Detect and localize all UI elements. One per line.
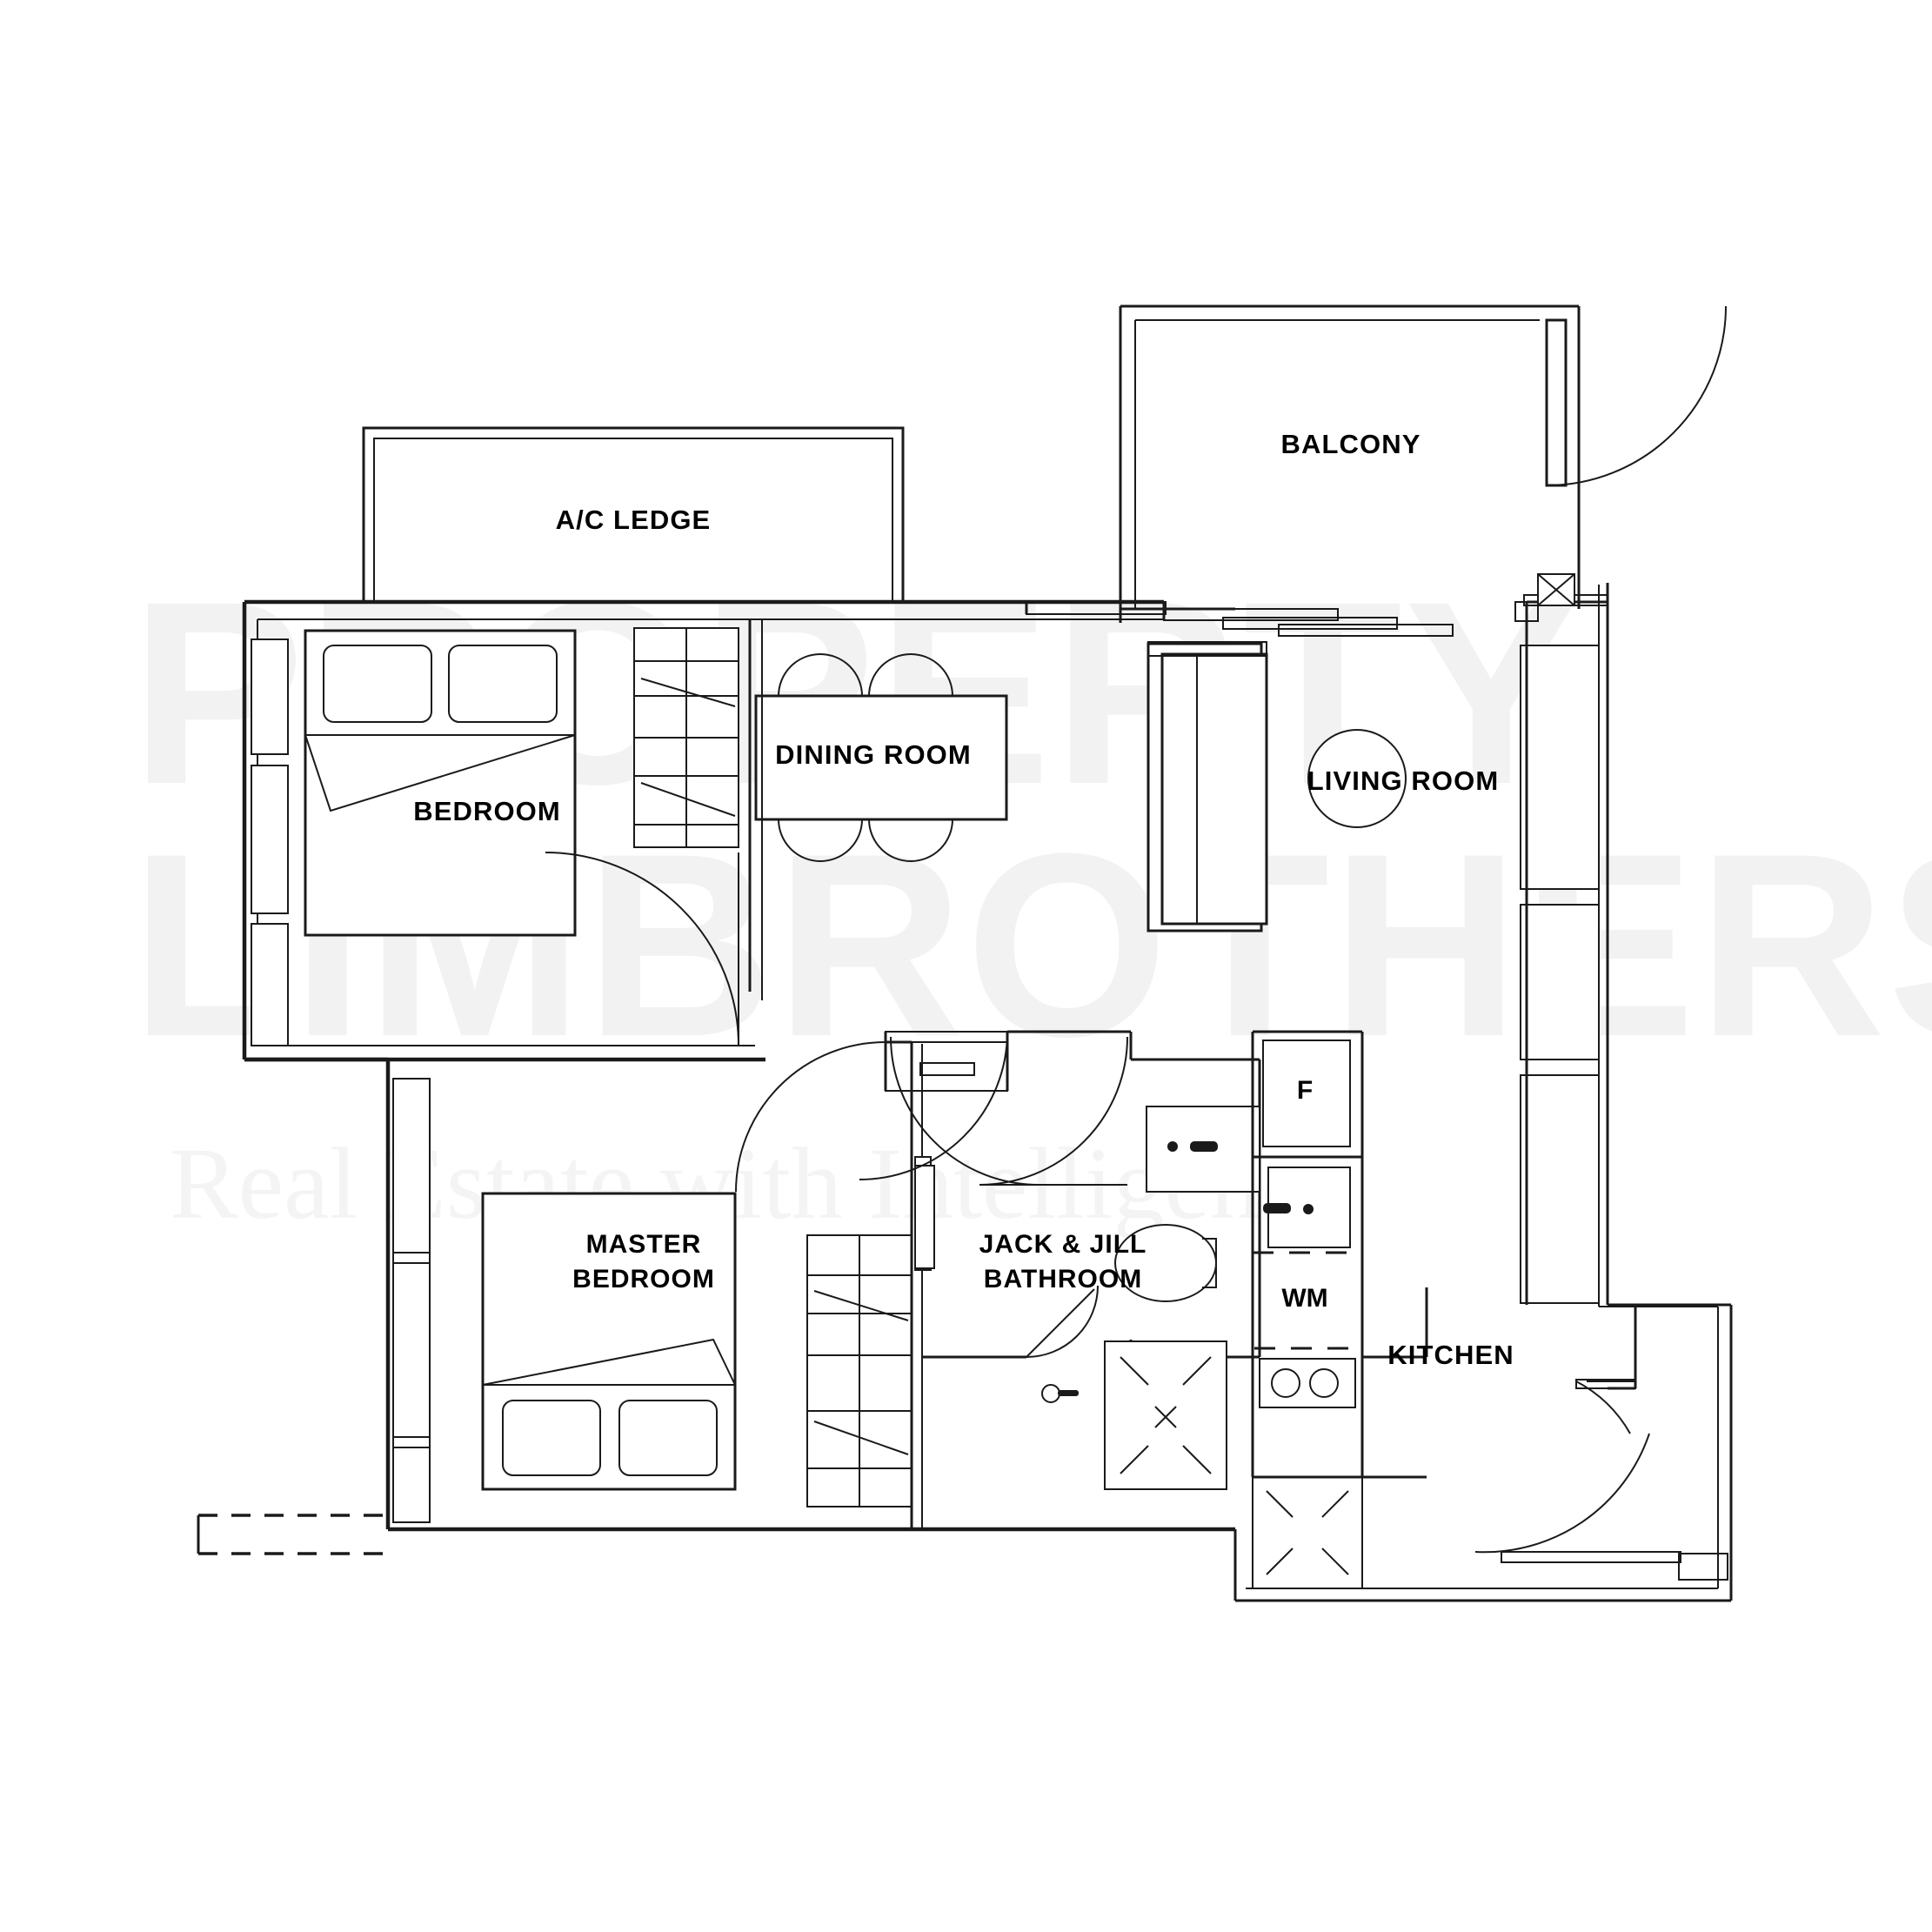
room-label-master-bedroom-line2: BEDROOM [572,1265,715,1294]
dining-table-set [754,653,1008,862]
upper-partition-walls [1025,601,1167,619]
master-bed [481,1192,737,1491]
master-wardrobe [806,1234,913,1507]
bedroom-wardrobe [633,627,739,848]
room-label-kitchen: KITCHEN [1387,1340,1514,1370]
fridge-unit [1262,1040,1351,1147]
room-label-living-room: LIVING ROOM [1307,765,1500,796]
appliance-label-washing-machine: WM [1281,1284,1327,1313]
right-exterior-wall [1514,573,1609,1307]
bedroom-door [545,852,739,1046]
balcony-outline [1119,304,1727,609]
appliance-label-fridge: F [1297,1076,1313,1105]
room-label-jack-jill-line1: JACK & JILL [979,1230,1147,1259]
room-label-bedroom: BEDROOM [413,796,561,826]
bathroom-basin [1146,1106,1260,1193]
kitchen-sink [1263,1167,1351,1248]
bedroom-bed [304,629,577,937]
living-sofa [1146,642,1268,933]
room-label-master-bedroom-line1: MASTER [586,1230,702,1259]
washing-machine-unit [1251,1251,1364,1350]
living-coffee-table [1307,729,1407,828]
bathroom-wc [1114,1224,1217,1302]
master-left-windows [392,1078,431,1523]
kitchen-hob [1259,1358,1356,1408]
room-label-dining-room: DINING ROOM [775,739,972,770]
dashed-extension [197,1514,388,1555]
bathroom-door-swings [735,1031,1128,1358]
room-label-ac-ledge: A/C LEDGE [556,505,712,535]
shower-upper [1104,1340,1227,1490]
dining-upper-walls [748,619,763,1000]
bedroom-left-windows [251,638,289,1046]
room-label-balcony: BALCONY [1281,429,1421,459]
kitchen-walls [1362,1287,1428,1479]
shower-lower [1252,1476,1363,1589]
master-hall-partitions [910,1042,935,1529]
living-cabinet [1147,641,1267,657]
bathroom-door-handle [1041,1384,1079,1403]
room-label-jack-jill-line2: BATHROOM [984,1265,1142,1294]
lower-right-shell [1233,1303,1733,1602]
entrance-doors [1474,1305,1728,1581]
